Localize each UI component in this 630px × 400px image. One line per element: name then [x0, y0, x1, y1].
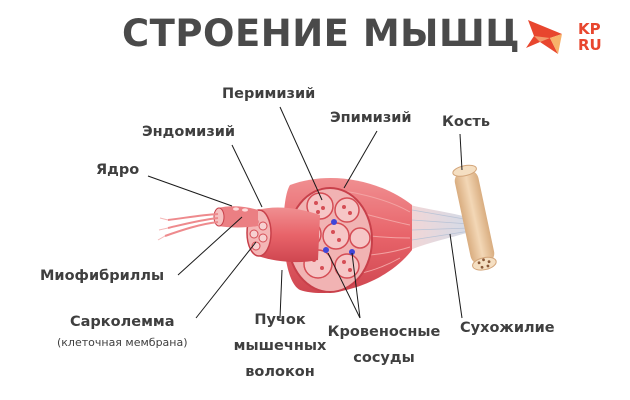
kp-logo: KP RU	[520, 14, 620, 62]
myofibrils-strands	[164, 213, 219, 237]
single-fiber	[218, 206, 258, 228]
label-bundle-line1: Пучок	[254, 312, 306, 328]
label-myofibrils: Миофибриллы	[40, 268, 165, 284]
leader-lines	[147, 106, 463, 319]
label-sarcolemma: Сарколемма	[70, 314, 175, 330]
page-title: СТРОЕНИЕ МЫШЦ	[122, 12, 521, 55]
label-endomysium: Эндомизий	[142, 124, 236, 140]
label-bundle-line2: мышечных	[233, 338, 327, 354]
myofibril-frayed-ends	[157, 217, 169, 241]
label-epimysium: Эпимизий	[330, 110, 412, 126]
tendon-shape	[410, 205, 470, 250]
logo-text-ru: RU	[578, 36, 602, 54]
label-nucleus: Ядро	[96, 162, 140, 178]
label-bundle-line3: волокон	[245, 364, 315, 380]
tendon-fibers	[411, 209, 471, 241]
nucleus-dots	[233, 207, 248, 212]
label-vessels-line2: сосуды	[353, 350, 415, 366]
label-tendon: Сухожилие	[460, 320, 555, 336]
label-perimysium: Перимизий	[222, 86, 316, 102]
label-sarcolemma-note: (клеточная мембрана)	[57, 336, 188, 349]
fascicle-bundle	[258, 207, 320, 263]
label-vessels-line1: Кровеносные	[327, 324, 441, 340]
logo-text-kp: KP	[578, 20, 601, 38]
bird-logo-icon	[526, 20, 562, 54]
bone-shape	[452, 164, 497, 271]
label-bone: Кость	[442, 114, 490, 130]
